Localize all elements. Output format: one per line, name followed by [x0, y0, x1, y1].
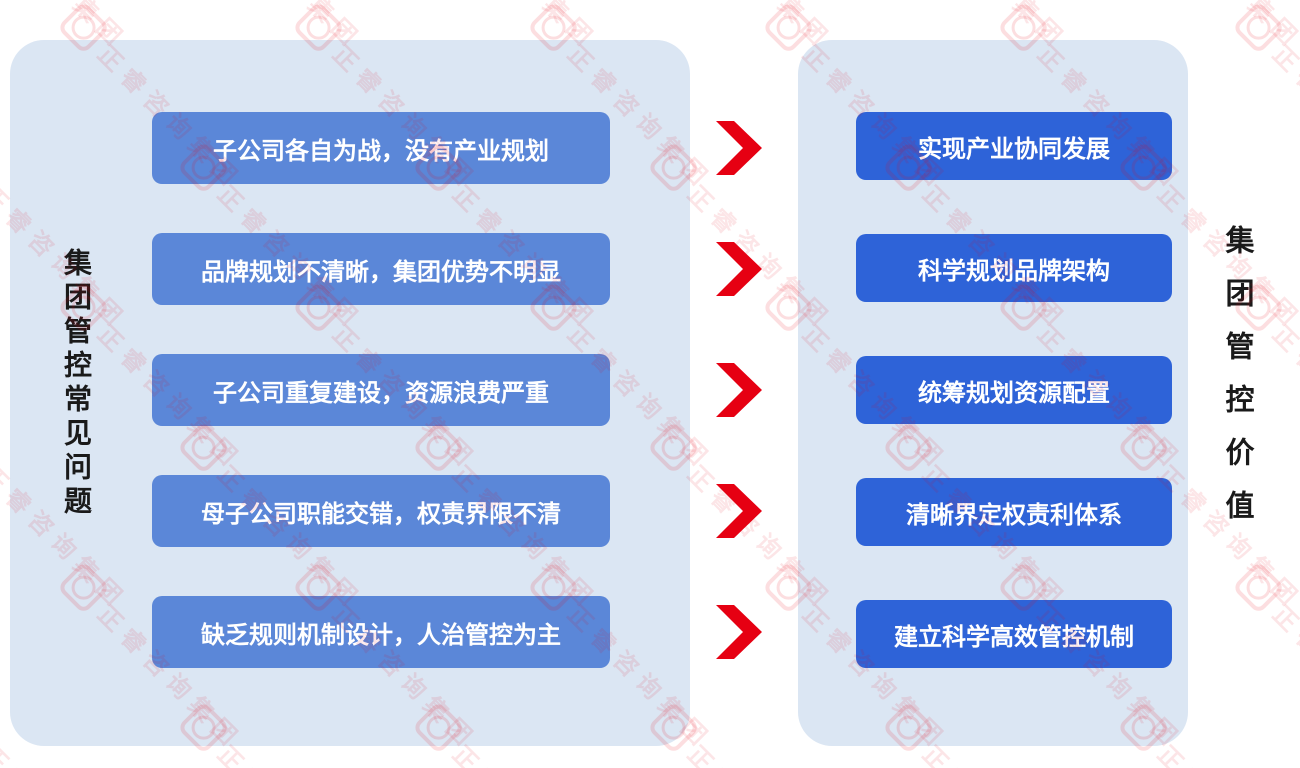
arrow-slot [710, 112, 768, 184]
watermark-text: 正睿咨询集团 [1152, 736, 1300, 768]
problem-item: 母子公司职能交错，权责界限不清 [152, 475, 610, 547]
chevron-right-icon [716, 363, 762, 417]
watermark-tile: 正睿咨询集团 [1231, 560, 1300, 758]
value-item: 清晰界定权责利体系 [856, 478, 1172, 546]
problems-title: 集团管控常见问题 [61, 248, 92, 520]
values-list: 实现产业协同发展 科学规划品牌架构 统筹规划资源配置 清晰界定权责利体系 建立科… [856, 112, 1172, 668]
value-item: 统筹规划资源配置 [856, 356, 1172, 424]
problem-item: 子公司重复建设，资源浪费严重 [152, 354, 610, 426]
watermark-tile: 正睿咨询集团 [1231, 0, 1300, 198]
arrow-slot [710, 475, 768, 547]
chevron-right-icon [716, 484, 762, 538]
watermark-text: 正睿咨询集团 [1267, 40, 1300, 196]
problem-item: 缺乏规则机制设计，人治管控为主 [152, 596, 610, 668]
values-title: 集团管控价值 [1221, 225, 1253, 543]
watermark-text: 正睿咨询集团 [1267, 600, 1300, 756]
brand-logo-icon [1231, 560, 1286, 615]
problems-list: 子公司各自为战，没有产业规划 品牌规划不清晰，集团优势不明显 子公司重复建设，资… [152, 112, 610, 668]
value-item: 建立科学高效管控机制 [856, 600, 1172, 668]
arrow-slot [710, 596, 768, 668]
arrows-column [710, 112, 768, 668]
chevron-right-icon [716, 121, 762, 175]
brand-logo-icon [761, 0, 816, 55]
arrow-slot [710, 233, 768, 305]
chevron-right-icon [716, 605, 762, 659]
value-item: 实现产业协同发展 [856, 112, 1172, 180]
brand-logo-icon [1231, 0, 1286, 55]
problem-item: 子公司各自为战，没有产业规划 [152, 112, 610, 184]
arrow-slot [710, 354, 768, 426]
problem-item: 品牌规划不清晰，集团优势不明显 [152, 233, 610, 305]
watermark-text: 正睿咨询集团 [1267, 320, 1300, 476]
chevron-right-icon [716, 242, 762, 296]
value-item: 科学规划品牌架构 [856, 234, 1172, 302]
